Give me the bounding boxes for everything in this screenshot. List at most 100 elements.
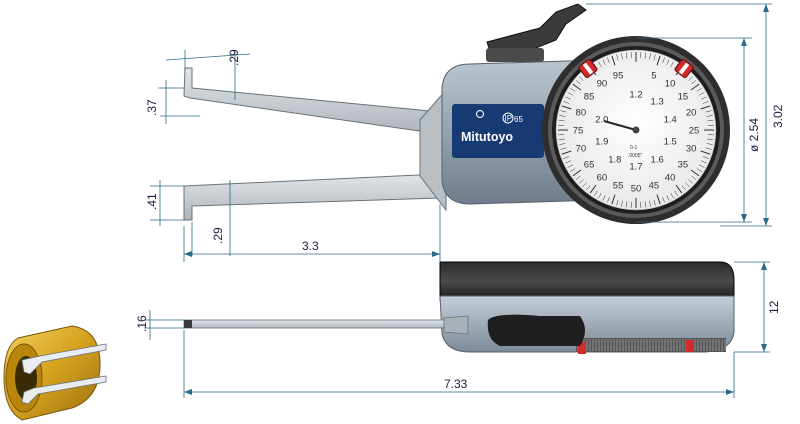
dial-tick (656, 194, 661, 205)
dial-tick (563, 101, 570, 104)
dial-tick (705, 110, 712, 113)
ip-symbol: IP (505, 114, 513, 123)
inset-ring-illustration (3, 325, 107, 421)
dial-inner-number: 1.2 (629, 90, 642, 101)
dial-tick (685, 182, 690, 188)
dial-tick (575, 80, 581, 85)
dial-tick (565, 160, 571, 164)
dial-tick (625, 52, 628, 59)
dial-tick (706, 115, 713, 117)
dial-tick (675, 184, 683, 194)
dial-tick (621, 200, 623, 207)
dial-outer-number: 15 (678, 91, 689, 102)
side-dial-cap (439, 261, 735, 301)
dial-tick (572, 83, 582, 91)
ip-badge-icon (502, 112, 514, 124)
dial-tick (666, 195, 670, 201)
dial-tick (616, 54, 619, 61)
dial-tick (644, 201, 647, 208)
dial-tick (644, 52, 647, 59)
dial-outer-number: 90 (597, 79, 608, 90)
dial-tick (616, 199, 619, 206)
lower-jaw (183, 173, 441, 221)
dial-tick (586, 185, 591, 191)
dial-tick (698, 164, 705, 168)
dial-tick (607, 57, 610, 64)
panel-button-icon (476, 110, 484, 118)
dial-tick (662, 57, 665, 64)
dim-jaw-length: 3.3 (302, 239, 319, 253)
dial-tick (575, 175, 581, 180)
dial-tick (607, 196, 610, 203)
dial-tick (691, 80, 697, 85)
dim-bottom-tip-width: .29 (211, 227, 225, 244)
dim-overall-height: 3.02 (771, 104, 785, 128)
dial-inner-number: 1.5 (664, 137, 677, 148)
dial-tick (567, 92, 574, 96)
dial-tick (561, 150, 572, 155)
dial-tick (602, 195, 606, 201)
dial-tick (558, 138, 565, 141)
brand-panel (452, 104, 544, 158)
dial-tick (567, 164, 574, 168)
dial-outer-number: 60 (597, 172, 608, 183)
dial-tick (582, 182, 587, 188)
dial-outer-number: 35 (678, 160, 689, 171)
dial-tick (681, 185, 686, 191)
dimension-lines (144, 3, 772, 398)
dial-inner-number: 1.9 (595, 137, 608, 148)
dial-outer-number: 80 (576, 108, 587, 119)
dial-tick (700, 150, 711, 155)
dial-tick (701, 96, 707, 100)
dial-tick (674, 190, 679, 196)
dial-tick (702, 101, 709, 104)
dial-tick (560, 110, 567, 113)
dial-tick (707, 138, 714, 141)
dial-tick (707, 119, 714, 122)
dial-tick (589, 184, 597, 194)
side-knurl (576, 338, 726, 352)
tolerance-marker-right (674, 59, 694, 79)
dial-tick (649, 200, 651, 207)
dial-tick (662, 196, 665, 203)
dial-tick (598, 61, 602, 68)
dial-ticks (558, 52, 714, 208)
dim-overall-length: 7.33 (444, 377, 468, 391)
side-marker-1 (578, 342, 586, 354)
inset-jaw-lower (21, 375, 107, 405)
dial-outer-number: 10 (665, 79, 676, 90)
dial-tick (598, 192, 602, 199)
dial-tick (700, 105, 711, 110)
dial-tick (696, 168, 702, 173)
dial-tick (688, 179, 694, 184)
dial-tick (578, 76, 584, 81)
dial-tick (593, 190, 598, 196)
dial-tick (625, 201, 628, 208)
dial-center (632, 126, 640, 134)
dial-tick (698, 92, 705, 96)
dial-needle (603, 120, 637, 131)
dial-tick (621, 53, 623, 60)
dial-inner-number: 1.8 (608, 155, 621, 166)
dial-tick (653, 199, 656, 206)
dim-dial-diameter: ø 2.54 (747, 118, 761, 152)
dial-tick (670, 61, 674, 68)
dial-tick (611, 194, 616, 205)
upper-jaw (183, 67, 441, 135)
dimension-arrows (184, 4, 769, 395)
side-lever (487, 314, 585, 346)
dial-tick (706, 143, 713, 145)
dial-outer-number: 95 (613, 70, 624, 81)
dial-tick (578, 179, 584, 184)
dial-outer-number: 5 (651, 70, 656, 81)
dial-inner-number: 2.0 (595, 114, 608, 125)
side-jaw (183, 319, 447, 329)
dim-bottom-tip-height: .41 (145, 193, 159, 210)
dial-outer-number: 20 (686, 108, 697, 119)
dial-tick (702, 156, 709, 159)
dim-top-tip-width: .29 (227, 49, 241, 66)
dial-tick (691, 175, 697, 180)
dial-tick (559, 115, 566, 117)
